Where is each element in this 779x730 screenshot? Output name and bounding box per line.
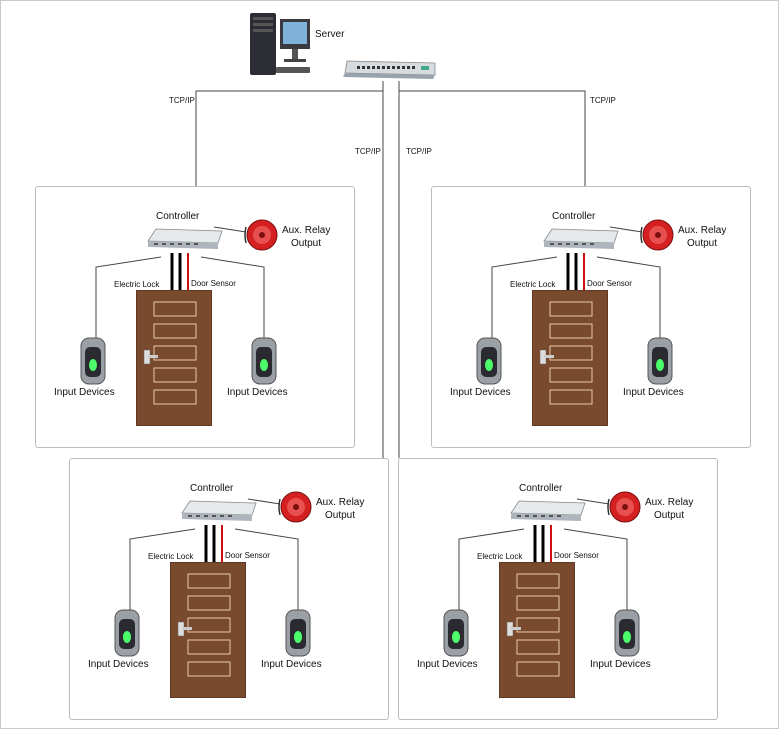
controller-label: Controller	[190, 483, 234, 494]
door-icon	[532, 290, 608, 426]
electric-lock-label: Electric Lock	[148, 552, 194, 561]
server-icon	[250, 13, 310, 75]
server-label: Server	[315, 29, 345, 40]
fingerprint-reader-icon-left	[80, 337, 106, 385]
alarm-bell-icon	[244, 219, 278, 251]
door-icon	[136, 290, 212, 426]
controller-panel-3: Controller Aux. Relay Output Electric Lo…	[69, 458, 389, 720]
unit-wiring	[458, 498, 628, 611]
fingerprint-reader-icon-left	[443, 609, 469, 657]
tcpip-label-center-right: TCP/IP	[406, 147, 432, 156]
door-sensor-label: Door Sensor	[225, 551, 270, 560]
door-icon	[170, 562, 246, 698]
door-sensor-label: Door Sensor	[554, 551, 599, 560]
controller-label: Controller	[156, 211, 200, 222]
network-switch-icon	[343, 60, 436, 79]
fingerprint-reader-icon-right	[647, 337, 673, 385]
electric-lock-label: Electric Lock	[114, 280, 160, 289]
controller-icon	[543, 228, 619, 249]
input-devices-label-right: Input Devices	[261, 659, 322, 670]
door-icon	[499, 562, 575, 698]
controller-icon	[181, 500, 257, 521]
alarm-bell-icon	[607, 491, 641, 523]
controller-panel-4: Controller Aux. Relay Output Electric Lo…	[398, 458, 718, 720]
controller-label: Controller	[519, 483, 563, 494]
relay-label-line1: Aux. Relay	[645, 497, 694, 508]
unit-wiring	[491, 226, 661, 339]
controller-icon	[510, 500, 586, 521]
relay-label-line2: Output	[325, 510, 356, 521]
fingerprint-reader-icon-right	[614, 609, 640, 657]
tcpip-label-center-left: TCP/IP	[355, 147, 381, 156]
unit-wiring	[95, 226, 265, 339]
tcpip-line-right	[398, 81, 586, 186]
fingerprint-reader-icon-right	[285, 609, 311, 657]
input-devices-label-left: Input Devices	[54, 387, 115, 398]
electric-lock-label: Electric Lock	[477, 552, 523, 561]
tcpip-line-left	[195, 81, 384, 186]
tcpip-label-right: TCP/IP	[590, 96, 616, 105]
input-devices-label-right: Input Devices	[227, 387, 288, 398]
input-devices-label-right: Input Devices	[623, 387, 684, 398]
alarm-bell-icon	[640, 219, 674, 251]
relay-label-line1: Aux. Relay	[316, 497, 365, 508]
door-sensor-label: Door Sensor	[587, 279, 632, 288]
relay-label-line2: Output	[687, 238, 718, 249]
input-devices-label-right: Input Devices	[590, 659, 651, 670]
input-devices-label-left: Input Devices	[417, 659, 478, 670]
relay-label-line2: Output	[654, 510, 685, 521]
input-devices-label-left: Input Devices	[450, 387, 511, 398]
electric-lock-label: Electric Lock	[510, 280, 556, 289]
fingerprint-reader-icon-left	[476, 337, 502, 385]
door-sensor-label: Door Sensor	[191, 279, 236, 288]
relay-label-line2: Output	[291, 238, 322, 249]
fingerprint-reader-icon-right	[251, 337, 277, 385]
input-devices-label-left: Input Devices	[88, 659, 149, 670]
unit-wiring	[129, 498, 299, 611]
alarm-bell-icon	[278, 491, 312, 523]
controller-icon	[147, 228, 223, 249]
controller-panel-1: Controller Aux. Relay Output Electric Lo…	[35, 186, 355, 448]
controller-label: Controller	[552, 211, 596, 222]
relay-label-line1: Aux. Relay	[678, 225, 727, 236]
controller-panel-2: Controller Aux. Relay Output Electric Lo…	[431, 186, 751, 448]
tcpip-label-left: TCP/IP	[169, 96, 195, 105]
relay-label-line1: Aux. Relay	[282, 225, 331, 236]
fingerprint-reader-icon-left	[114, 609, 140, 657]
